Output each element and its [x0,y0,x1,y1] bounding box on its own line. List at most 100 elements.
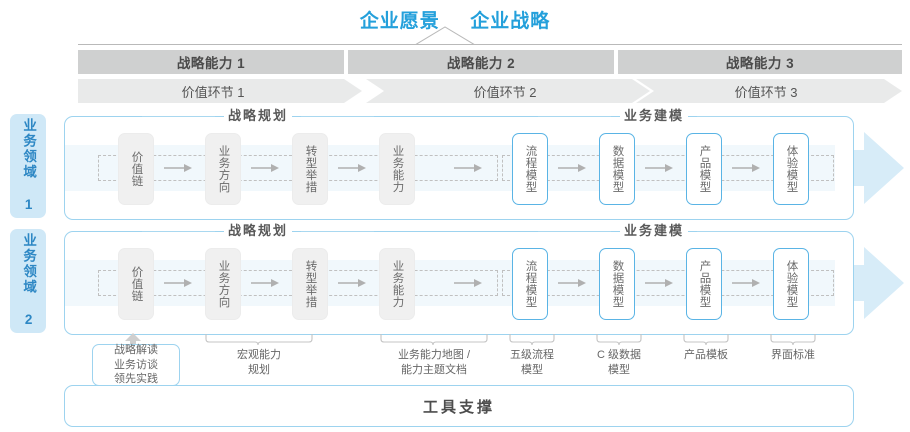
node-label: 价值链 [130,151,143,187]
node-label: 产品模型 [698,145,711,193]
section-title: 业务建模 [620,108,689,124]
node-label: 产品模型 [698,260,711,308]
bracket-connector-capability-map [380,334,488,346]
tool-label-text: 业务能力地图 / 能力主题文档 [397,349,471,376]
header-divider-line [78,44,902,45]
node-business-capability-row-2[interactable]: 业务能力 [379,248,415,320]
capability-label-2: 战略能力 2 [446,56,516,71]
bracket-connector-ui-standard [770,334,816,346]
arrow-icon-r1-4 [454,164,482,172]
arrow-icon-r2-5 [558,279,586,287]
node-business-capability-row-1[interactable]: 业务能力 [379,133,415,205]
tool-support-bar: 工具支撑 [64,385,854,427]
bracket-connector-process-model [509,334,555,346]
node-data-model-row-1[interactable]: 数据模型 [599,133,635,205]
node-label: 流程模型 [524,260,537,308]
node-label: 数据模型 [611,145,624,193]
row-1-track-right [502,155,834,181]
node-transformation-row-2[interactable]: 转型举措 [292,248,328,320]
tool-label-c-level-data: C 级数据 模型 [579,348,659,378]
bracket-connector-data-model [596,334,642,346]
tool-label-capability-map: 业务能力地图 / 能力主题文档 [378,348,490,378]
arrow-icon-r1-6 [645,164,673,172]
node-product-model-row-2[interactable]: 产品模型 [686,248,722,320]
node-data-model-row-2[interactable]: 数据模型 [599,248,635,320]
arrow-icon-r2-4 [454,279,482,287]
node-business-direction-row-2[interactable]: 业务方向 [205,248,241,320]
capability-bar-2[interactable]: 战略能力 2 [348,50,614,74]
tool-label-product-template: 产品模板 [666,348,746,363]
node-label: 转型举措 [304,145,317,193]
node-label: 数据模型 [611,260,624,308]
node-experience-model-row-1[interactable]: 体验模型 [773,133,809,205]
section-heading-planning-row-1: 战略规划 [142,108,375,124]
title-vision: 企业愿景 [359,11,440,32]
arrow-icon-r1-3 [338,164,366,172]
capability-bar-3[interactable]: 战略能力 3 [618,50,902,74]
arrow-icon-r2-6 [645,279,673,287]
node-value-chain-row-2[interactable]: 价值链 [118,248,154,320]
arrow-icon-r2-7 [732,279,760,287]
tool-label-macro-capability: 宏观能力 规划 [216,348,302,378]
tool-label-text: 宏观能力 规划 [237,349,281,376]
domain-row-2: 价值链 业务方向 转型举措 业务能力 流程模型 [64,231,854,335]
tool-label-five-level-process: 五级流程 模型 [492,348,572,378]
section-heading-planning-row-2: 战略规划 [142,223,375,239]
section-heading-modeling-row-2: 业务建模 [538,223,771,239]
bracket-connector-product-template [683,334,729,346]
value-chain-bar-3[interactable]: 价值环节 3 [636,79,902,103]
node-product-model-row-1[interactable]: 产品模型 [686,133,722,205]
node-value-chain-row-1[interactable]: 价值链 [118,133,154,205]
node-process-model-row-1[interactable]: 流程模型 [512,133,548,205]
tool-label-text: 产品模板 [684,349,728,361]
node-label: 转型举措 [304,260,317,308]
row-2-track-right [502,270,834,296]
domain-row-1: 价值链 业务方向 转型举措 业务能力 流程模型 [64,116,854,220]
arrow-icon-r1-2 [251,164,279,172]
capability-bar-1[interactable]: 战略能力 1 [78,50,344,74]
tool-label-text: 五级流程 模型 [510,349,554,376]
upward-arrow-icon-strategy [125,333,141,351]
sidebar-item-domain-2[interactable]: 业务领域 2 [10,229,46,333]
arrow-icon-r2-2 [251,279,279,287]
section-title: 战略规划 [224,223,293,239]
arrow-icon-r1-5 [558,164,586,172]
value-chain-bar-1[interactable]: 价值环节 1 [78,79,362,103]
value-chain-label-2: 价值环节 2 [473,84,537,100]
tool-label-ui-standard: 界面标准 [753,348,833,363]
node-label: 业务能力 [391,260,404,308]
capability-label-3: 战略能力 3 [725,56,795,71]
node-label: 价值链 [130,266,143,302]
arrow-icon-r2-1 [164,279,192,287]
arrow-icon-r2-3 [338,279,366,287]
title-strategy: 企业战略 [470,11,551,32]
node-experience-model-row-2[interactable]: 体验模型 [773,248,809,320]
tool-label-text: 界面标准 [771,349,815,361]
node-label: 体验模型 [785,260,798,308]
arrow-icon-r1-7 [732,164,760,172]
value-chain-label-1: 价值环节 1 [181,84,245,100]
capability-label-1: 战略能力 1 [176,56,246,71]
sidebar-item-domain-1[interactable]: 业务领域 1 [10,114,46,218]
tool-label-strategy-interpretation[interactable]: 战略解读 业务访谈 领先实践 [92,344,180,386]
domain-label-2: 业务领域 2 [21,233,37,329]
node-label: 体验模型 [785,145,798,193]
node-business-direction-row-1[interactable]: 业务方向 [205,133,241,205]
section-title: 业务建模 [620,223,689,239]
header-chevron-notch [415,26,475,45]
tool-label-text: C 级数据 模型 [597,349,641,376]
node-label: 流程模型 [524,145,537,193]
tool-label-text: 战略解读 业务访谈 领先实践 [114,343,158,386]
tool-support-label: 工具支撑 [422,398,495,416]
node-label: 业务方向 [217,260,230,308]
arrow-icon-r1-1 [164,164,192,172]
node-transformation-row-1[interactable]: 转型举措 [292,133,328,205]
value-chain-bar-2[interactable]: 价值环节 2 [366,79,650,103]
node-label: 业务方向 [217,145,230,193]
node-label: 业务能力 [391,145,404,193]
bracket-connector-macro-capability [205,334,313,346]
node-process-model-row-2[interactable]: 流程模型 [512,248,548,320]
section-heading-modeling-row-1: 业务建模 [538,108,771,124]
domain-label-1: 业务领域 1 [21,118,37,214]
value-chain-label-3: 价值环节 3 [734,84,798,100]
